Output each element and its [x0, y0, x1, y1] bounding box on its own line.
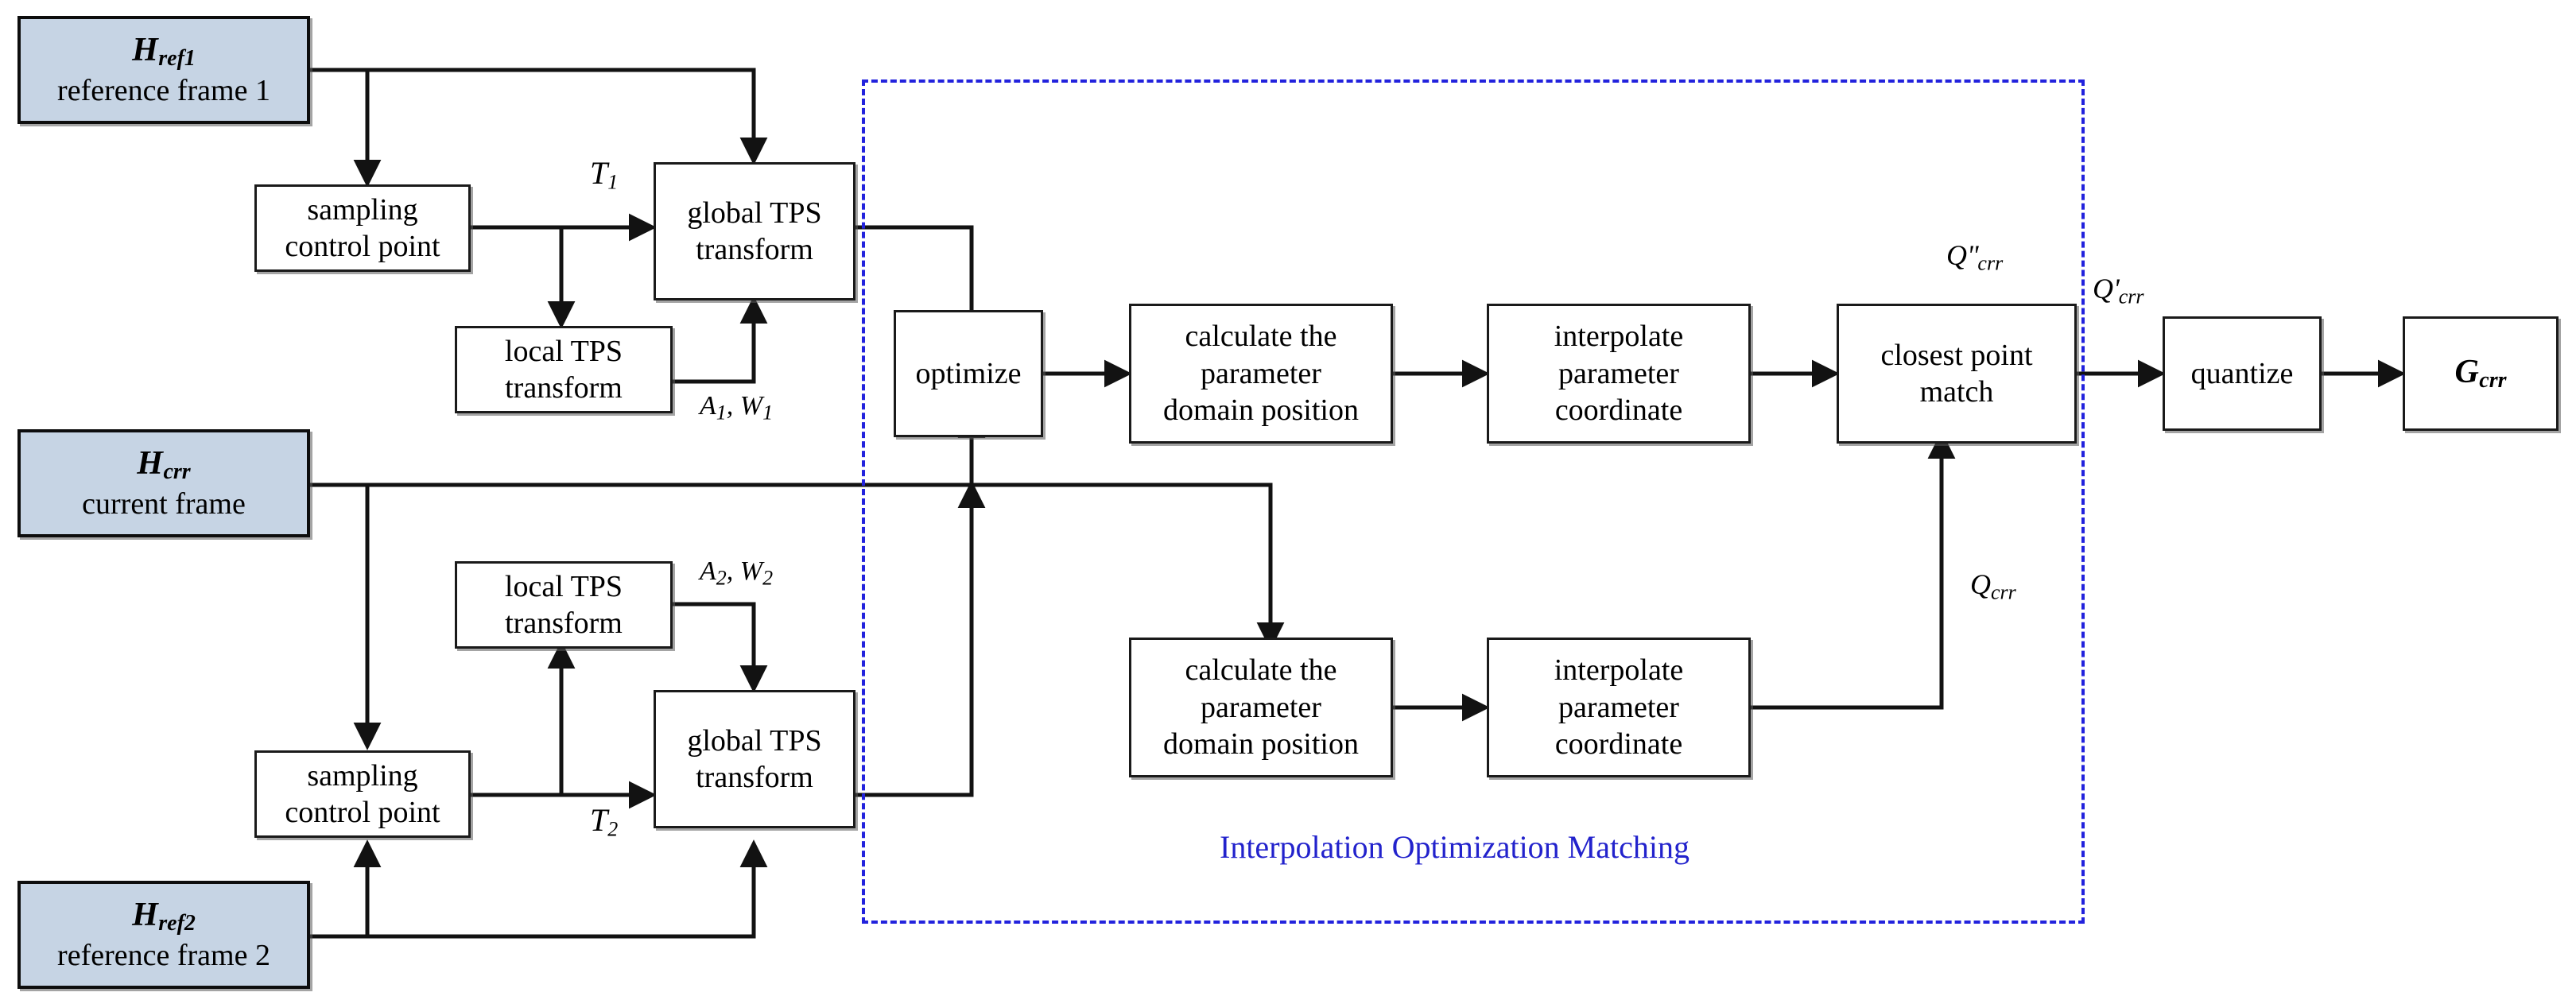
- node-interp-bottom-line3: coordinate: [1554, 727, 1683, 762]
- node-local-tps-top-line1: local TPS: [504, 334, 623, 368]
- edge-interp-bottom-to-closest: [1751, 431, 1956, 710]
- node-sampling-control-point-top[interactable]: sampling control point: [254, 184, 471, 272]
- node-optimize-line1: optimize: [915, 356, 1022, 390]
- node-quantize-line1: quantize: [2190, 356, 2294, 390]
- edge-href2-to-sampling-bottom: [310, 839, 382, 939]
- edge-globaltps-top-to-optimize: [855, 225, 986, 339]
- node-local-tps-bottom-line1: local TPS: [504, 569, 623, 603]
- node-calc-top-line3: domain position: [1163, 393, 1359, 428]
- node-h-ref1-symbol: Href1: [132, 32, 196, 72]
- node-interpolate-parameter-coordinate-top[interactable]: interpolate parameter coordinate: [1487, 304, 1751, 444]
- node-sampling-bottom-line2: control point: [285, 796, 440, 829]
- node-sampling-bottom-line1: sampling: [307, 758, 418, 793]
- node-global-tps-bottom-line2: transform: [696, 761, 813, 794]
- edge-label-t1: T1: [590, 155, 619, 194]
- edge-label-q-double-prime-crr: Q''crr: [1946, 239, 2004, 275]
- node-global-tps-transform-top[interactable]: global TPS transform: [654, 162, 855, 300]
- node-interp-bottom-line2: parameter: [1558, 690, 1679, 724]
- node-interpolate-parameter-coordinate-bottom[interactable]: interpolate parameter coordinate: [1487, 638, 1751, 777]
- edge-localtps-bottom-to-globaltps-bottom: [672, 602, 768, 693]
- edge-label-a2-w2: A2, W2: [700, 556, 774, 590]
- edge-hcrr-to-calc-bottom: [310, 483, 1285, 650]
- node-closest-point-line2: match: [1919, 375, 1994, 409]
- node-closest-point-match[interactable]: closest point match: [1837, 304, 2077, 444]
- node-global-tps-transform-bottom[interactable]: global TPS transform: [654, 690, 855, 828]
- node-h-crr-caption: current frame: [82, 487, 246, 521]
- node-g-crr[interactable]: Gcrr: [2403, 316, 2559, 431]
- node-global-tps-bottom-line1: global TPS: [687, 723, 822, 758]
- node-interp-top-line1: interpolate: [1554, 320, 1684, 354]
- edge-href2-to-globaltps-bottom: [367, 839, 768, 939]
- node-calc-bottom-line2: parameter: [1201, 690, 1321, 724]
- edge-href1-to-sampling-top: [310, 68, 382, 188]
- edge-localtps-top-to-globaltps-top: [672, 296, 768, 384]
- node-interp-bottom-line1: interpolate: [1554, 653, 1684, 688]
- edge-label-q-prime-crr: Q'crr: [2093, 273, 2144, 308]
- node-sampling-top-line1: sampling: [307, 192, 418, 227]
- node-h-ref1[interactable]: Href1 reference frame 1: [17, 16, 310, 124]
- edge-label-a1-w1: A1, W1: [700, 391, 774, 424]
- node-quantize[interactable]: quantize: [2163, 316, 2322, 431]
- node-sampling-top-line2: control point: [285, 230, 440, 263]
- node-h-crr[interactable]: Hcrr current frame: [17, 429, 310, 537]
- node-calc-bottom-line1: calculate the: [1185, 653, 1337, 688]
- node-calc-top-line1: calculate the: [1185, 320, 1337, 354]
- node-interp-top-line2: parameter: [1558, 356, 1679, 390]
- node-calc-bottom-line3: domain position: [1163, 727, 1359, 762]
- node-h-ref2-caption: reference frame 2: [57, 939, 270, 973]
- node-global-tps-top-line1: global TPS: [687, 196, 822, 230]
- node-global-tps-top-line2: transform: [696, 233, 813, 266]
- node-closest-point-line1: closest point: [1880, 338, 2033, 372]
- node-h-ref2[interactable]: Href2 reference frame 2: [17, 881, 310, 989]
- edge-href1-to-globaltps-top: [367, 68, 768, 165]
- node-g-crr-symbol: Gcrr: [2454, 354, 2507, 393]
- node-calculate-parameter-domain-position-top[interactable]: calculate the parameter domain position: [1129, 304, 1393, 444]
- node-local-tps-top-line2: transform: [505, 371, 623, 405]
- node-h-ref1-caption: reference frame 1: [57, 74, 270, 108]
- node-local-tps-bottom-line2: transform: [505, 607, 623, 640]
- node-interp-top-line3: coordinate: [1554, 393, 1683, 428]
- node-calculate-parameter-domain-position-bottom[interactable]: calculate the parameter domain position: [1129, 638, 1393, 777]
- edge-label-q-crr: Qcrr: [1970, 568, 2016, 604]
- group-caption-interpolation-optimization-matching: Interpolation Optimization Matching: [1220, 829, 1690, 865]
- edge-label-t2: T2: [590, 802, 619, 841]
- node-local-tps-transform-top[interactable]: local TPS transform: [455, 326, 673, 413]
- edge-globaltps-bottom-to-optimize: [855, 480, 986, 797]
- node-local-tps-transform-bottom[interactable]: local TPS transform: [455, 561, 673, 649]
- node-sampling-control-point-bottom[interactable]: sampling control point: [254, 750, 471, 838]
- node-h-crr-symbol: Hcrr: [137, 445, 191, 485]
- node-h-ref2-symbol: Href2: [132, 897, 196, 936]
- node-optimize[interactable]: optimize: [894, 310, 1043, 437]
- node-calc-top-line2: parameter: [1201, 356, 1321, 390]
